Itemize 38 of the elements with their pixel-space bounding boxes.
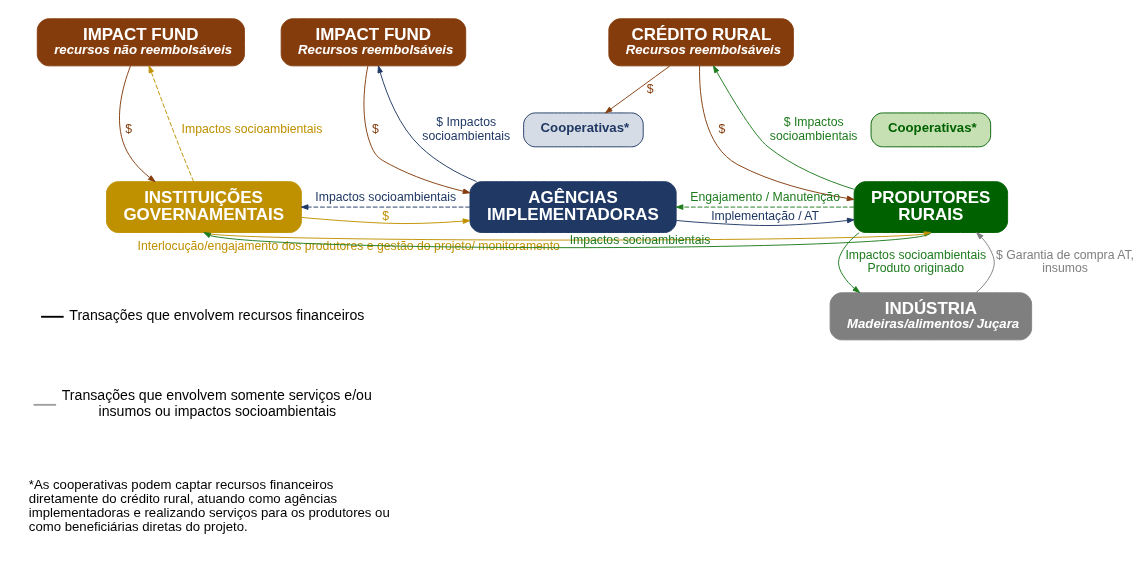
label: *As cooperativas podem captar recursos financeiros diretamente do crédito rural, atuando como agências implementadoras e realizando serviços para os produtores ou como beneficiárias diretas do projeto. — [28, 476, 390, 535]
arrow — [119, 65, 156, 183]
legend-label: Transações que envolvem somente serviços e/ou insumos ou impactos socioambientais — [61, 387, 372, 420]
edge-label: $ Impactos socioambientais — [422, 115, 511, 143]
edge-label: $ — [646, 81, 654, 96]
arrow — [363, 65, 471, 194]
edge-label: Impactos socioambientais Produto originado — [845, 248, 987, 276]
arrow — [713, 65, 855, 190]
arrow — [675, 217, 855, 226]
arrow — [148, 65, 194, 182]
edge-label: Impactos socioambientais — [315, 189, 457, 204]
arrow — [838, 232, 861, 293]
legend-label: Transações que envolvem recursos financeiros — [69, 307, 365, 324]
node-box: Cooperativas* — [523, 112, 644, 148]
arrow — [377, 65, 477, 183]
node-box: INSTITUIÇÕES GOVERNAMENTAIS — [106, 181, 302, 233]
edge-label: $ — [718, 122, 726, 137]
node-box: PRODUTORES RURAIS — [853, 181, 1009, 233]
node-box: INDÚSTRIA Madeiras/alimentos/ Juçara — [829, 292, 1033, 341]
arrow — [605, 65, 671, 114]
edge-label: $ — [371, 122, 379, 137]
edge-label: Engajamento / Manutenção — [690, 189, 840, 204]
arrow — [300, 204, 471, 210]
edge-label: $ — [125, 122, 133, 137]
arrow — [675, 204, 855, 210]
edge-label: Impactos socioambientais — [181, 122, 323, 137]
edge-label: $ — [382, 208, 390, 223]
node-box: AGÊNCIAS IMPLEMENTADORAS — [469, 181, 677, 233]
edge-label: $ Impactos socioambientais — [769, 115, 858, 143]
edge-label: Implementação / AT — [711, 208, 820, 223]
arrow — [699, 65, 855, 202]
node-box: IMPACT FUND Recursos reembolsáveis — [280, 18, 467, 67]
edge-label: $ Garantia de compra AT, insumos — [996, 248, 1134, 276]
arrow — [975, 232, 995, 294]
arrow — [301, 217, 471, 225]
node-box: Cooperativas* — [870, 112, 992, 148]
node-box: IMPACT FUND recursos não reembolsáveis — [36, 18, 245, 67]
node-box: CRÉDITO RURAL Recursos reembolsáveis — [608, 18, 794, 67]
